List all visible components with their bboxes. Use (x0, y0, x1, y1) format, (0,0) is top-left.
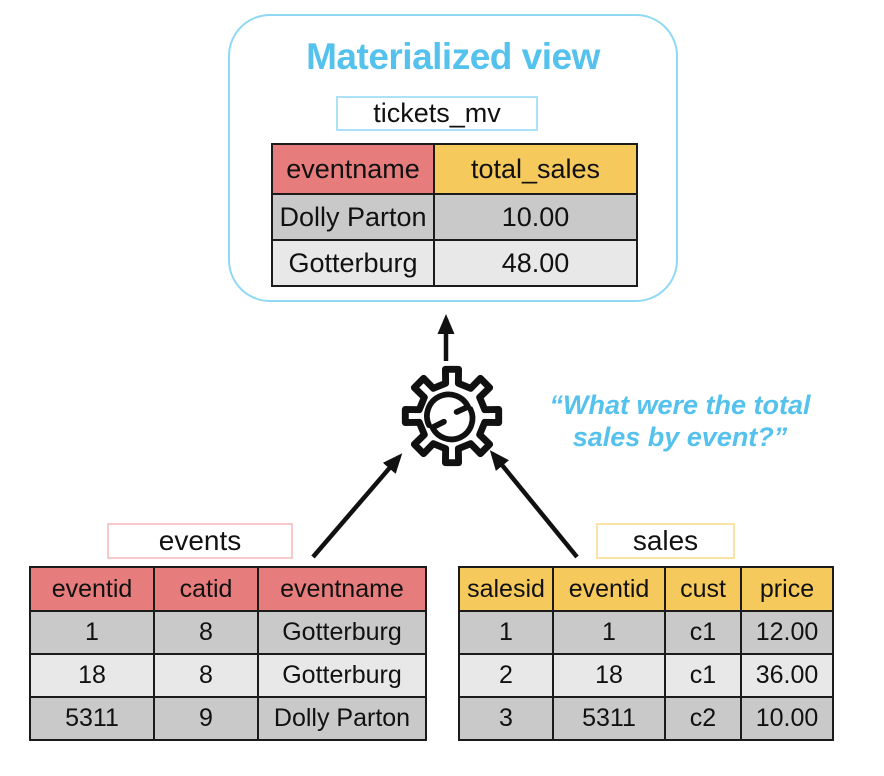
refresh-gear-icon (401, 365, 503, 467)
materialized-view-container (228, 14, 678, 302)
table-row: 5311 9 Dolly Parton (29, 696, 427, 741)
table-cell: Dolly Parton (257, 696, 427, 741)
tickets-mv-label: tickets_mv (336, 96, 538, 131)
column-header: eventname (271, 143, 435, 195)
table-row: 1 8 Gotterburg (29, 610, 427, 655)
right-arrow (489, 450, 579, 559)
table-row: Gotterburg 48.00 (271, 239, 638, 287)
table-cell: 9 (153, 696, 259, 741)
table-cell: c1 (664, 653, 742, 698)
column-header: eventname (257, 566, 427, 612)
table-cell: 36.00 (740, 653, 834, 698)
table-row: 3 5311 c2 10.00 (458, 696, 834, 741)
materialized-view-title: Materialized view (306, 36, 600, 77)
table-cell: 2 (458, 653, 554, 698)
table-header-row: eventid catid eventname (29, 566, 427, 612)
tickets-mv-table: eventname total_sales Dolly Parton 10.00… (271, 143, 638, 287)
table-cell: 3 (458, 696, 554, 741)
table-header-row: eventname total_sales (271, 143, 638, 195)
table-cell: 5311 (29, 696, 155, 741)
table-cell: Gotterburg (257, 653, 427, 698)
gear-outline (401, 365, 503, 467)
table-row: 2 18 c1 36.00 (458, 653, 834, 698)
table-header-row: salesid eventid cust price (458, 566, 834, 612)
table-cell: 18 (29, 653, 155, 698)
sales-table: salesid eventid cust price 1 1 c1 12.00 … (458, 566, 834, 741)
table-cell: c2 (664, 696, 742, 741)
events-table: eventid catid eventname 1 8 Gotterburg 1… (29, 566, 427, 741)
table-cell: 5311 (552, 696, 666, 741)
question-text: “What were the total sales by event?” (549, 390, 811, 453)
table-cell: 12.00 (740, 610, 834, 655)
table-row: Dolly Parton 10.00 (271, 193, 638, 241)
column-header: salesid (458, 566, 554, 612)
table-cell: Dolly Parton (271, 193, 435, 241)
table-cell: 8 (153, 653, 259, 698)
table-cell: 1 (29, 610, 155, 655)
left-arrow (311, 453, 403, 559)
table-cell: 1 (552, 610, 666, 655)
table-cell: Gotterburg (271, 239, 435, 287)
column-header: eventid (552, 566, 666, 612)
table-cell: Gotterburg (257, 610, 427, 655)
sales-table-label: sales (596, 523, 735, 559)
table-cell: 1 (458, 610, 554, 655)
table-cell: 8 (153, 610, 259, 655)
column-header: total_sales (433, 143, 638, 195)
column-header: cust (664, 566, 742, 612)
table-row: 18 8 Gotterburg (29, 653, 427, 698)
events-table-label: events (107, 523, 293, 559)
table-cell: c1 (664, 610, 742, 655)
table-row: 1 1 c1 12.00 (458, 610, 834, 655)
sync-arrow-bottom (429, 406, 476, 443)
column-header: eventid (29, 566, 155, 612)
sync-arrow-top (424, 391, 471, 429)
table-cell: 18 (552, 653, 666, 698)
table-cell: 10.00 (433, 193, 638, 241)
table-cell: 10.00 (740, 696, 834, 741)
column-header: catid (153, 566, 259, 612)
column-header: price (740, 566, 834, 612)
table-cell: 48.00 (433, 239, 638, 287)
